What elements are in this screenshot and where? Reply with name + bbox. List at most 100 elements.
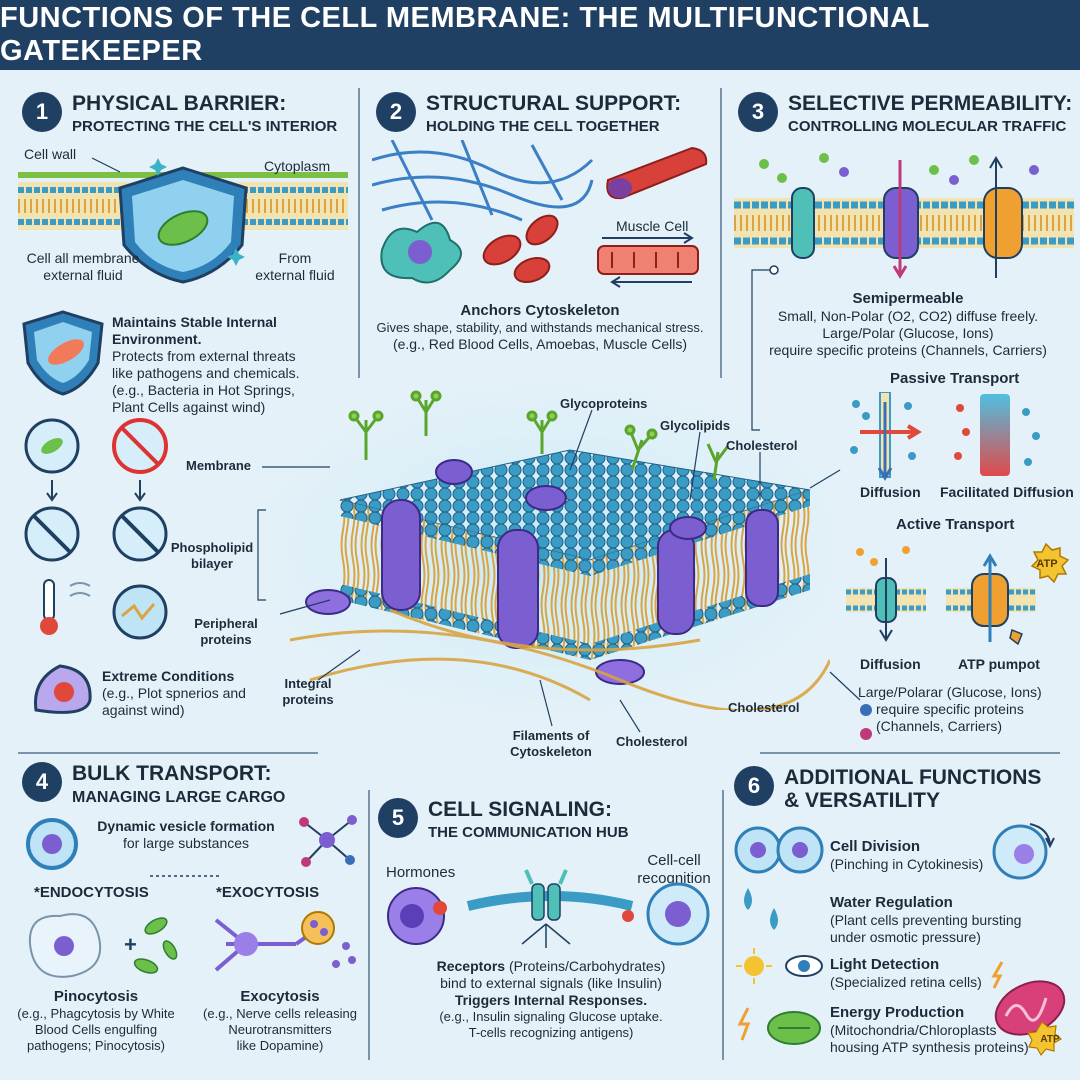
channel-protein-icon [791,187,815,259]
molecule-cluster-icon [299,815,357,867]
arrow-left-icon [610,276,692,288]
arrow-up-icon [989,156,1003,278]
active-diffusion-label: Diffusion [860,656,921,672]
muscle-fiber-icon [606,146,708,200]
cholesterol-right-label: Cholesterol [728,700,800,715]
facilitated-diffusion-label: Facilitated Diffusion [940,484,1074,500]
atp-pump-icon [946,553,1036,646]
structural-illustration [372,140,708,288]
cholesterol-top-label: Cholesterol [726,438,798,453]
passive-transport-illustration [850,392,1040,481]
eye-icon [785,955,823,977]
amoeba-icon [380,221,462,284]
barrier-description: Maintains Stable Internal Environment. P… [112,314,300,416]
panel-5-header: 5 CELL SIGNALING: THE COMMUNICATION HUB [378,798,629,842]
sun-icon [736,948,772,984]
sparkle-icon [227,248,245,266]
divider-h-right [760,752,1060,754]
additional-functions-icons [734,826,824,1045]
receptors-text: Receptors (Proteins/Carbohydrates) bind … [436,958,666,1041]
blocked-pathogen-icon [24,506,80,562]
divider-v3 [368,790,370,1060]
panel-1-title: PHYSICAL BARRIER: [72,92,287,115]
glycoproteins-label: Glycoproteins [560,396,648,411]
cholesterol-bottom-label: Cholesterol [616,734,688,749]
title-bar: FUNCTIONS OF THE CELL MEMBRANE: THE MULT… [0,0,1080,70]
semipermeable-text: Semipermeable Small, Non-Polar (O2, CO2)… [769,290,1047,359]
molecule-dots-icon [860,704,872,740]
vesicle-icon [26,818,78,870]
panel-5-subtitle: THE COMMUNICATION HUB [428,824,629,842]
no-chemicals-icon [112,418,168,474]
page-title: FUNCTIONS OF THE CELL MEMBRANE: THE MULT… [0,2,930,67]
panel-1-number: 1 [22,92,62,132]
light-detection-text: Light Detection (Specialized retina cell… [830,956,982,991]
panel-3-header: 3 SELECTIVE PERMEABILITY: CONTROLLING MO… [738,92,1072,136]
hormones-label: Hormones [386,864,456,881]
endocytosis-label: *ENDOCYTOSIS [34,884,149,901]
active-transport-illustration: ATP [846,542,1070,646]
receptor-icon [524,869,568,921]
mitochondria-icon: ATP [991,961,1066,1057]
barrier-illustration [18,158,348,284]
lightning-icon [737,1007,751,1041]
active-large-polar-text: Large/Polarar (Glucose, Ions) require sp… [858,684,1042,735]
panel-4-header: 4 BULK TRANSPORT: MANAGING LARGE CARGO [22,762,285,807]
panel-5-number: 5 [378,798,418,838]
cell-division-text: Cell Division (Pinching in Cytokinesis) [830,838,984,873]
muscle-cell-label: Muscle Cell [616,218,689,234]
divider-v1 [358,88,360,378]
permeability-illustration [734,153,1074,279]
arrow-down-icon [892,160,908,279]
shield-icon [118,166,248,284]
panel-2-header: 2 STRUCTURAL SUPPORT: HOLDING THE CELL T… [376,92,681,136]
plus-icon: + [124,932,137,957]
panel-1-subtitle: PROTECTING THE CELL'S INTERIOR [72,118,338,136]
panel-2-number: 2 [376,92,416,132]
panel-2-title: STRUCTURAL SUPPORT: [426,92,682,115]
cell-wall-label: Cell wall [24,146,77,162]
panel-4-title: BULK TRANSPORT: [72,762,272,785]
atp-badge-text: ATP [1036,558,1057,570]
cracked-surface-icon [112,584,168,640]
panel-3-subtitle: CONTROLLING MOLECULAR TRAFFIC [788,118,1067,136]
membrane-label: Membrane [186,458,252,473]
shield-bacteria-icon [22,310,104,396]
endocytosis-illustration: + [28,913,178,978]
bacteria-icon [133,917,178,974]
divider-v4 [722,790,724,1060]
divider-v2 [720,88,722,378]
panel-4-subtitle: MANAGING LARGE CARGO [72,789,286,807]
arrow-down-icon [134,480,146,502]
water-drop-icon [744,888,778,930]
panel-4-number: 4 [22,762,62,802]
diffusion-label: Diffusion [860,484,921,500]
glycolipid-head-icon [435,459,707,540]
chloroplast-icon [767,1011,821,1045]
cytoskeleton-network-icon [372,140,594,222]
panel-2-subtitle: HOLDING THE CELL TOGETHER [426,118,660,136]
signal-arrows-icon [521,923,571,948]
energy-production-text: Energy Production (Mitochondria/Chloropl… [830,1004,1029,1056]
red-blood-cell-icon [482,214,559,284]
facilitated-diffusion-icon [954,394,1040,476]
panel-3-title: SELECTIVE PERMEABILITY: [788,92,1073,115]
blocked-chemical-icon [112,506,168,562]
glycoprotein-icon [348,390,730,481]
panel-6-number: 6 [734,766,774,806]
exocytosis-illustration [214,911,356,972]
extreme-conditions-text: Extreme Conditions (e.g., Plot spnerios … [102,668,246,719]
integral-protein-icon [381,499,779,649]
arrow-right-icon [602,232,694,244]
pump-protein-icon [983,187,1023,259]
active-diffusion-icon [846,546,926,642]
atp-mito-text: ATP [1040,1034,1060,1045]
